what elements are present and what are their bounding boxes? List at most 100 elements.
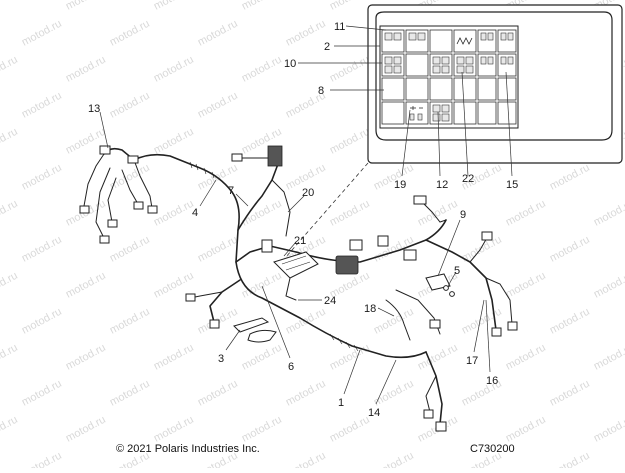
callout-20: 20 bbox=[302, 187, 314, 199]
watermark: motod.ru bbox=[592, 198, 625, 229]
watermark: motod.ru bbox=[240, 54, 284, 85]
relay-block bbox=[453, 77, 477, 101]
watermark: motod.ru bbox=[240, 342, 284, 373]
watermark: motod.ru bbox=[592, 270, 625, 301]
callout-18: 18 bbox=[364, 303, 376, 315]
callout-10: 10 bbox=[284, 58, 296, 70]
fuse bbox=[441, 104, 450, 113]
fuse bbox=[441, 113, 450, 122]
watermark: motod.ru bbox=[372, 306, 416, 337]
callout-9: 9 bbox=[460, 209, 466, 221]
center-module bbox=[335, 255, 359, 275]
watermark: motod.ru bbox=[548, 234, 592, 265]
harness-branch bbox=[95, 167, 111, 239]
watermark: motod.ru bbox=[196, 378, 240, 409]
watermark: motod.ru bbox=[20, 162, 64, 193]
harness-branch-rear bbox=[425, 239, 497, 331]
relay-block bbox=[381, 101, 405, 125]
fuse-row-middle bbox=[381, 53, 517, 77]
fuse bbox=[384, 65, 393, 74]
harness-branch bbox=[425, 375, 437, 413]
watermark: motod.ru bbox=[20, 90, 64, 121]
connector bbox=[79, 205, 90, 214]
fuse bbox=[441, 65, 450, 74]
connector bbox=[99, 235, 110, 244]
callout-7: 7 bbox=[228, 185, 234, 197]
harness-branch bbox=[209, 279, 241, 323]
callout-24: 24 bbox=[324, 295, 336, 307]
connector bbox=[403, 249, 417, 261]
watermark: motod.ru bbox=[64, 0, 108, 13]
watermark: motod.ru bbox=[0, 414, 20, 445]
watermark: motod.ru bbox=[240, 414, 284, 445]
watermark: motod.ru bbox=[372, 378, 416, 409]
inset-leaders bbox=[298, 25, 513, 177]
fuse bbox=[441, 56, 450, 65]
harness-trunk-upper bbox=[235, 219, 447, 263]
fuse bbox=[393, 65, 402, 74]
connector bbox=[491, 327, 502, 337]
fuse bbox=[487, 56, 494, 65]
watermark: motod.ru bbox=[196, 90, 240, 121]
watermark: motod.ru bbox=[416, 342, 460, 373]
connector bbox=[147, 205, 158, 214]
callout-5: 5 bbox=[454, 265, 460, 277]
watermark: motod.ru bbox=[64, 342, 108, 373]
fuse bbox=[507, 32, 514, 41]
fuse bbox=[417, 32, 426, 41]
connector bbox=[435, 421, 447, 432]
relay-block bbox=[477, 101, 497, 125]
watermark: motod.ru bbox=[328, 54, 372, 85]
watermark: motod.ru bbox=[108, 90, 152, 121]
watermark: motod.ru bbox=[284, 450, 328, 468]
connector bbox=[127, 155, 139, 164]
watermark: motod.ru bbox=[152, 54, 196, 85]
connector bbox=[349, 239, 363, 251]
watermark: motod.ru bbox=[328, 0, 372, 13]
callout-15: 15 bbox=[506, 179, 518, 191]
fuse bbox=[465, 56, 474, 65]
callout-6: 6 bbox=[288, 361, 294, 373]
harness-fuse-box bbox=[261, 239, 319, 279]
connector bbox=[267, 145, 283, 167]
connector bbox=[377, 235, 389, 247]
fuse-element-icon bbox=[456, 37, 473, 45]
watermark: motod.ru bbox=[196, 234, 240, 265]
relay-block bbox=[477, 77, 497, 101]
watermark: motod.ru bbox=[284, 378, 328, 409]
callout-12: 11 bbox=[334, 21, 345, 33]
harness-branch bbox=[83, 153, 105, 207]
main-trunk bbox=[231, 191, 427, 359]
harness-branch bbox=[419, 199, 447, 223]
fuse bbox=[456, 56, 465, 65]
conduit-marks bbox=[189, 161, 359, 352]
watermark: motod.ru bbox=[0, 126, 20, 157]
watermark: motod.ru bbox=[64, 414, 108, 445]
connector bbox=[413, 195, 427, 205]
callout-labels: 11 2 10 8 19 12 22 15 13 4 7 20 21 24 3 … bbox=[88, 21, 518, 419]
watermark: motod.ru bbox=[20, 378, 64, 409]
fuse bbox=[384, 32, 393, 41]
fuse bbox=[408, 32, 417, 41]
watermark: motod.ru bbox=[20, 450, 64, 468]
fuse-box-body bbox=[273, 251, 319, 279]
callout-4: 4 bbox=[192, 207, 198, 219]
watermark: motod.ru bbox=[152, 0, 196, 13]
bracket-3 bbox=[233, 317, 270, 333]
screw bbox=[449, 291, 455, 297]
watermark: motod.ru bbox=[328, 198, 372, 229]
callout-16: 16 bbox=[486, 375, 498, 387]
fuse-cell bbox=[453, 29, 477, 53]
fuse-box-inset bbox=[367, 4, 623, 164]
watermark: motod.ru bbox=[108, 18, 152, 49]
fuse bbox=[487, 32, 494, 41]
fuse bbox=[480, 56, 487, 65]
connector bbox=[231, 153, 243, 162]
fuse bbox=[465, 65, 474, 74]
relay-block bbox=[497, 101, 517, 125]
watermark: motod.ru bbox=[20, 234, 64, 265]
watermark: motod.ru bbox=[0, 270, 20, 301]
fuse bbox=[480, 32, 487, 41]
fuse bbox=[409, 113, 415, 121]
watermark: motod.ru bbox=[0, 342, 20, 373]
